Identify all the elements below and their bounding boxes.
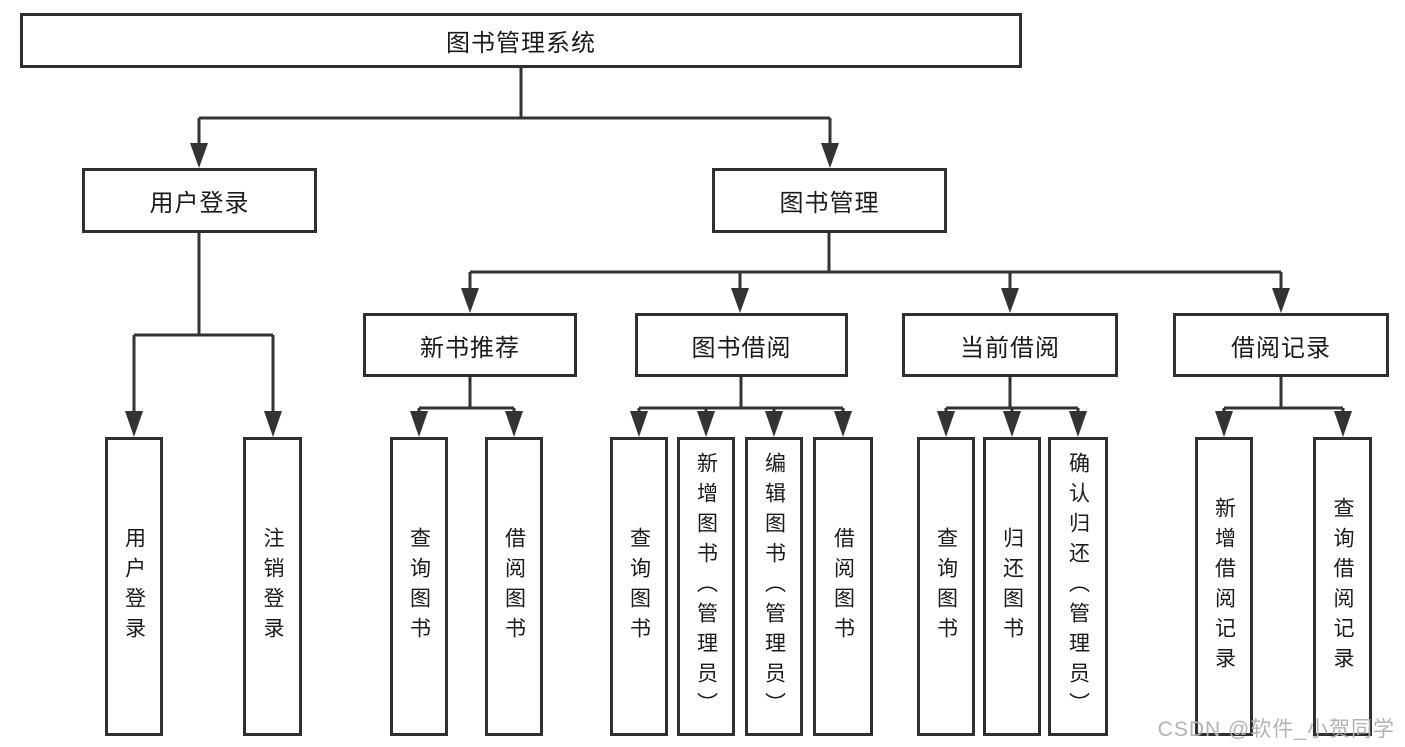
node-user-login: 用户登录 <box>82 168 317 233</box>
node-borrow-records-label: 借阅记录 <box>1231 334 1331 362</box>
leaf-recommend-borrow-books: 借阅图书 <box>485 437 543 736</box>
node-book-management: 图书管理 <box>712 168 947 233</box>
leaf-confirm-return-admin: 确认归还（管理员） <box>1048 437 1108 736</box>
arrowhead-icons <box>125 143 1352 437</box>
leaf-current-query-books: 查询图书 <box>917 437 975 736</box>
node-root-system-label: 图书管理系统 <box>446 30 596 57</box>
leaf-confirm-return-admin-label: 确认归还（管理员） <box>1066 451 1090 722</box>
leaf-add-borrow-record-label: 新增借阅记录 <box>1212 496 1236 677</box>
node-current-borrow: 当前借阅 <box>902 313 1118 377</box>
leaf-query-borrow-record-label: 查询借阅记录 <box>1331 496 1355 677</box>
leaf-borrow-query-books: 查询图书 <box>610 437 668 736</box>
leaf-current-query-books-label: 查询图书 <box>934 526 958 647</box>
leaf-borrow-books-label: 借阅图书 <box>831 526 855 647</box>
leaf-edit-books-admin-label: 编辑图书（管理员） <box>762 451 786 722</box>
leaf-query-borrow-record: 查询借阅记录 <box>1313 437 1372 736</box>
leaf-return-books-label: 归还图书 <box>1000 526 1024 647</box>
leaf-add-borrow-record: 新增借阅记录 <box>1195 437 1253 736</box>
leaf-add-books-admin: 新增图书（管理员） <box>677 437 735 736</box>
leaf-recommend-borrow-books-label: 借阅图书 <box>502 526 526 647</box>
node-book-borrow: 图书借阅 <box>635 313 848 377</box>
leaf-borrow-query-books-label: 查询图书 <box>627 526 651 647</box>
leaf-add-books-admin-label: 新增图书（管理员） <box>694 451 718 722</box>
node-current-borrow-label: 当前借阅 <box>960 334 1060 362</box>
leaf-return-books: 归还图书 <box>983 437 1041 736</box>
node-new-book-recommend: 新书推荐 <box>363 313 577 377</box>
node-user-login-label: 用户登录 <box>149 190 250 217</box>
node-new-book-recommend-label: 新书推荐 <box>420 334 520 362</box>
node-book-borrow-label: 图书借阅 <box>691 334 792 362</box>
node-root-system: 图书管理系统 <box>20 13 1022 68</box>
leaf-edit-books-admin: 编辑图书（管理员） <box>745 437 803 736</box>
leaf-recommend-query-books: 查询图书 <box>390 437 448 736</box>
leaf-user-login-label: 用户登录 <box>122 526 146 647</box>
leaf-user-login: 用户登录 <box>105 437 163 736</box>
csdn-watermark: CSDN @软件_小贺同学 <box>1157 718 1395 741</box>
leaf-recommend-query-books-label: 查询图书 <box>407 526 431 647</box>
leaf-logout: 注销登录 <box>243 437 302 736</box>
node-book-management-label: 图书管理 <box>779 190 880 217</box>
leaf-borrow-books: 借阅图书 <box>813 437 873 736</box>
node-borrow-records: 借阅记录 <box>1173 313 1389 377</box>
leaf-logout-label: 注销登录 <box>261 526 285 647</box>
